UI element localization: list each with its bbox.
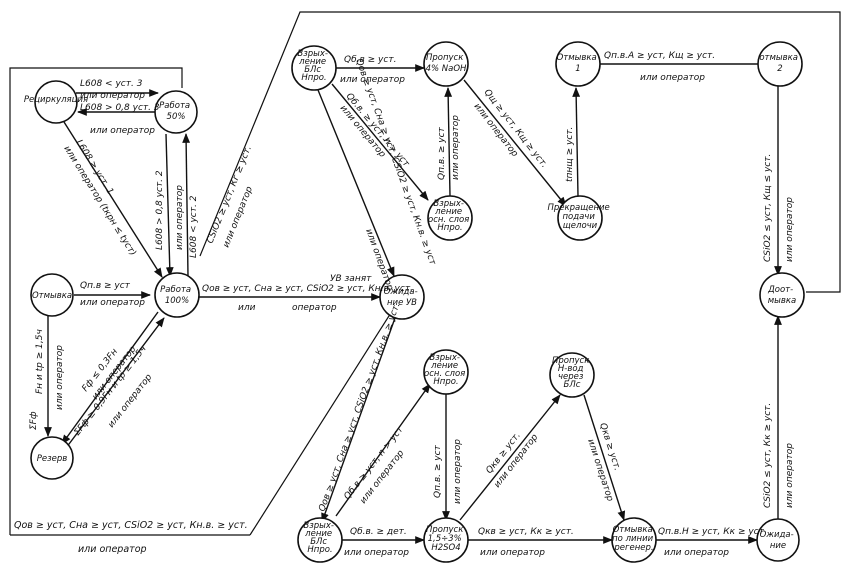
node-work100: Работа 100% — [154, 272, 200, 318]
node-wash-line: Отмывка по линии регенер. — [611, 517, 657, 563]
edge-label: или оператор — [664, 548, 729, 558]
node-loosen2: Взрых- ление осн. слоя Нпро. — [427, 195, 473, 241]
node-work100-label: Работа 100% — [160, 285, 194, 306]
node-salt-stop: Прекращение подачи щелочи — [547, 195, 612, 241]
edge-label: или оператор — [785, 197, 795, 262]
node-work50: Работа 50% — [154, 90, 198, 134]
node-regen-bottom: Отмывка — [30, 273, 74, 317]
edge-loosen4-to-loosen3 — [335, 383, 431, 517]
edge-label: или оператор (tкрн ≤ tуст) — [61, 144, 137, 258]
node-waitUV-label: Ожида- ние УВ — [384, 287, 421, 308]
edge-label: или оператор — [55, 345, 65, 410]
edge-work50-to-work100-a — [165, 133, 174, 277]
edge-loosen2-to-skip4 — [444, 87, 453, 197]
edge-label: ΣFф — [29, 411, 39, 430]
edge-label: L608 < уст. 3 — [80, 79, 143, 89]
node-skip15: Пропуск 1,5÷3% H2SO4 — [423, 517, 469, 563]
edge-label: или оператор — [453, 439, 463, 504]
edge-loosen1-to-waitUV — [317, 89, 395, 277]
edge-label: оператор — [292, 303, 337, 313]
edge-label: Fн и tр ≥ 1,5ч — [35, 329, 45, 394]
outer-frame-left — [9, 67, 183, 535]
node-loosen4: Взрых- ление БЛс Нпро. — [297, 517, 343, 563]
edge-label: или оператор — [90, 126, 155, 136]
edge-label: Qп.в. ≥ уст — [437, 126, 447, 180]
node-loosen4-label: Взрых- ление БЛс Нпро. — [303, 521, 336, 555]
edge-label: Qов ≥ уст, Сна ≥ уст, СSiO2 ≥ уст, Кн.в.… — [202, 284, 413, 294]
node-loosen3: Взрых- ление осн. слоя Нпро. — [423, 349, 469, 395]
edge-label: СSiO2 ≤ уст, Кк ≥ уст. — [763, 403, 773, 508]
node-work50-label: Работа 50% — [159, 101, 193, 122]
node-reserve: Резерв — [30, 436, 74, 480]
edge-label: или — [238, 303, 256, 313]
node-wash2-label: отмывка 2 — [759, 53, 800, 74]
edge-label: СSiO2 ≤ уст, Кщ ≤ уст. — [763, 154, 773, 262]
edge-label: или оператор — [640, 73, 705, 83]
edge-label: или оператор — [344, 548, 409, 558]
edge-work100-to-work50 — [182, 133, 191, 277]
edge-label: Qов ≥ уст, Сна ≥ уст, СSiO2 ≥ уст, Кн.в.… — [14, 520, 248, 531]
edge-label: Qб.в ≥ уст. — [344, 55, 396, 65]
bottom-left-diagonal — [249, 307, 395, 536]
edge-label: tпнщ ≥ уст. — [565, 127, 575, 182]
node-wash-final-label: Доот- мывка — [767, 285, 796, 306]
node-regen-bottom-label: Отмывка — [32, 291, 72, 301]
edge-waitUV-to-loosen4 — [321, 317, 396, 523]
node-salt-stop-label: Прекращение подачи щелочи — [547, 203, 612, 231]
edge-skipwater-to-washline — [583, 394, 626, 521]
node-loosen2-label: Взрых- ление осн. слоя Нпро. — [428, 199, 472, 233]
node-skipwater-label: Пропуск H-вод через БЛс — [552, 356, 592, 390]
edge-label: Qп.в.А ≥ уст, Кщ ≥ уст. — [604, 51, 715, 61]
edge-work100-to-reserve — [61, 311, 159, 445]
edge-label: Qп.в ≥ уст — [80, 281, 131, 291]
edge-label: Qб.в. ≥ дет. — [350, 527, 407, 537]
node-reserve-label: Резерв — [37, 454, 68, 464]
edge-label: Qкв ≥ уст, Кк ≥ уст. — [478, 527, 574, 537]
node-loosen1-label: Взрых- ление БЛс Нпро. — [297, 49, 330, 83]
edge-label: L608 < уст. 2 — [189, 195, 199, 258]
edge-saltstop-to-wash1 — [572, 87, 581, 197]
edge-label: или оператор — [175, 185, 185, 250]
node-loosen3-label: Взрых- ление осн. слоя Нпро. — [424, 353, 468, 387]
node-skip4-label: Пропуск 4% NaOH — [426, 53, 467, 74]
edge-label: Qп.в.Н ≥ уст, Кк ≥ уст — [658, 527, 765, 537]
edge-skip4-to-saltstop — [463, 79, 567, 207]
node-skipwater: Пропуск H-вод через БЛс — [549, 352, 595, 398]
node-recirc-label: Рециркуляция — [24, 95, 88, 105]
edge-label: УВ занят — [330, 274, 372, 284]
outer-frame-top — [199, 11, 841, 293]
node-wash-line-label: Отмывка по линии регенер. — [612, 525, 656, 553]
node-wash2: отмывка 2 — [757, 41, 803, 87]
node-recirc: Рециркуляция — [24, 80, 88, 124]
edge-label: или оператор — [480, 548, 545, 558]
node-wash1: Отмывка 1 — [555, 41, 601, 87]
edge-label: или оператор — [80, 91, 145, 101]
node-wait-bottom-label: Ожида- ние — [760, 530, 797, 551]
node-wash-final: Доот- мывка — [759, 272, 805, 318]
edge-label: или оператор — [340, 75, 405, 85]
edge-label: L608 > 0,8 уст. 3 — [80, 103, 160, 113]
edge-label: или оператор — [785, 443, 795, 508]
edge-label: или оператор — [78, 544, 147, 555]
edge-label: Qп.в. ≥ уст — [433, 444, 443, 498]
node-wait-bottom: Ожида- ние — [756, 518, 800, 562]
node-skip15-label: Пропуск 1,5÷3% H2SO4 — [426, 525, 466, 553]
edge-label: или оператор — [451, 115, 461, 180]
edge-recirc-to-work100 — [63, 121, 163, 278]
node-skip4: Пропуск 4% NaOH — [423, 41, 469, 87]
node-wash1-label: Отмывка 1 — [557, 53, 600, 74]
node-loosen1: Взрых- ление БЛс Нпро. — [291, 45, 337, 91]
edge-label: L608 > 0,8 уст. 2 — [155, 170, 165, 250]
edge-loosen1-to-loosen2 — [331, 83, 429, 201]
edge-reserve-to-work100 — [65, 317, 165, 449]
node-waitUV: Ожида- ние УВ — [379, 274, 425, 320]
edge-skip15-to-skipwater — [459, 394, 561, 521]
edge-label: или оператор — [80, 298, 145, 308]
